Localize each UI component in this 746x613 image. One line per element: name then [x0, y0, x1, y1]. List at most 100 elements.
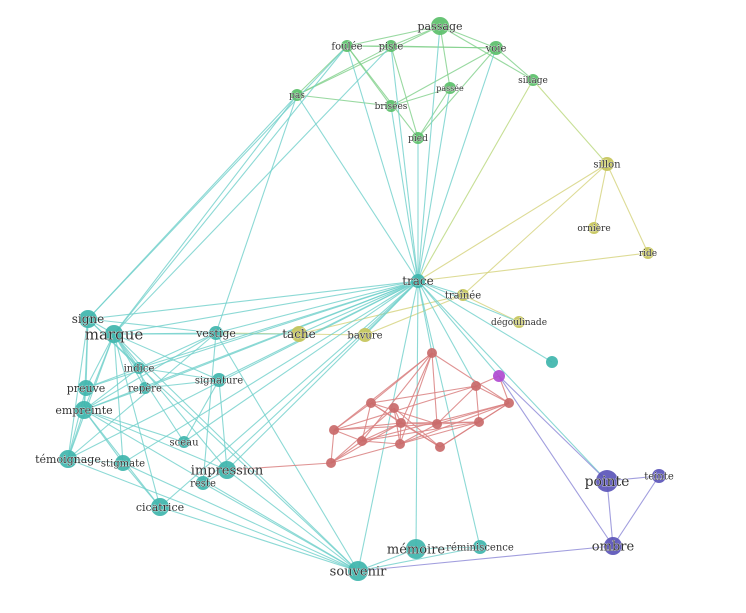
- edge-stigmate-souvenir: [122, 462, 359, 572]
- node-degoulinade[interactable]: [513, 316, 525, 328]
- node-r13[interactable]: [389, 403, 399, 413]
- node-pas[interactable]: [291, 89, 303, 101]
- node-label-reste: reste: [190, 479, 216, 490]
- edge-r3-r5: [333, 429, 363, 442]
- node-r8[interactable]: [432, 419, 442, 429]
- node-sceau[interactable]: [178, 436, 190, 448]
- edge-r4-r13: [330, 407, 395, 464]
- edge-trace-trainee: [417, 280, 464, 296]
- edge-repere-empreinte: [83, 387, 146, 411]
- node-mg[interactable]: [493, 370, 505, 382]
- edge-preuve-temoignage: [67, 387, 87, 460]
- node-voie[interactable]: [489, 41, 503, 55]
- node-passage[interactable]: [431, 17, 449, 35]
- edge-passage-voie: [439, 25, 497, 49]
- edge-indice-preuve: [85, 367, 140, 389]
- node-label-stigmate: stigmate: [101, 459, 145, 470]
- edge-r5-r11: [361, 421, 480, 442]
- node-empreinte[interactable]: [75, 401, 93, 419]
- edge-r5-r6: [361, 422, 402, 442]
- node-r5[interactable]: [357, 436, 367, 446]
- node-memoire[interactable]: [406, 539, 426, 559]
- node-label-vestige: vestige: [195, 327, 236, 340]
- node-preuve[interactable]: [78, 380, 94, 396]
- node-reminiscence[interactable]: [473, 540, 487, 554]
- node-orniere[interactable]: [588, 222, 600, 234]
- node-r4[interactable]: [326, 458, 336, 468]
- node-label-sillon: sillon: [593, 160, 621, 171]
- node-label-brisees: brisées: [375, 101, 408, 112]
- edge-indice-empreinte: [83, 367, 140, 411]
- edge-sillage-trace: [417, 79, 534, 282]
- edge-trace-pointe: [417, 280, 608, 482]
- edge-trace-degoulinade: [417, 280, 520, 323]
- node-stigmate[interactable]: [115, 455, 131, 471]
- node-reste[interactable]: [196, 476, 210, 490]
- node-label-trace: trace: [402, 274, 434, 288]
- edge-r2-r3: [333, 402, 372, 431]
- edge-trace-brisees: [390, 105, 419, 282]
- node-label-impression: impression: [191, 464, 264, 479]
- node-r6[interactable]: [396, 418, 406, 428]
- node-trainee[interactable]: [457, 289, 469, 301]
- node-ride[interactable]: [642, 247, 654, 259]
- node-label-piste: piste: [379, 42, 404, 53]
- node-ombre[interactable]: [604, 537, 622, 555]
- node-sillon[interactable]: [600, 157, 614, 171]
- node-bavure[interactable]: [358, 328, 372, 342]
- node-vestige[interactable]: [209, 326, 223, 340]
- node-signature[interactable]: [212, 373, 226, 387]
- edge-vestige-souvenir: [215, 332, 359, 572]
- edge-r1-r7: [399, 352, 433, 445]
- edge-vestige-reste: [202, 332, 217, 484]
- node-marque[interactable]: [105, 325, 123, 343]
- node-r1[interactable]: [427, 348, 437, 358]
- edge-r2-r8: [370, 402, 438, 425]
- node-r11[interactable]: [474, 417, 484, 427]
- node-r12[interactable]: [435, 442, 445, 452]
- node-foulee[interactable]: [341, 40, 353, 52]
- edge-reminiscence-souvenir: [357, 546, 481, 572]
- edge-pas-brisees: [296, 94, 392, 107]
- node-pied[interactable]: [412, 132, 424, 144]
- node-r10[interactable]: [504, 398, 514, 408]
- edge-signature-sceau: [183, 379, 220, 443]
- edge-trace-stigmate: [122, 280, 419, 464]
- node-pointe[interactable]: [596, 470, 618, 492]
- edge-cicatrice-souvenir: [159, 506, 359, 572]
- edge-sillage-sillon: [532, 79, 608, 165]
- node-r7[interactable]: [395, 439, 405, 449]
- node-cicatrice[interactable]: [151, 498, 169, 516]
- node-r3[interactable]: [329, 425, 339, 435]
- node-souvenir[interactable]: [348, 561, 368, 581]
- edge-voie-brisees: [390, 47, 497, 107]
- edge-r7-r11: [399, 421, 480, 445]
- node-indice[interactable]: [133, 362, 145, 374]
- node-passee[interactable]: [444, 82, 456, 94]
- edge-indice-signature: [138, 367, 220, 381]
- edge-marque-stigmate: [113, 333, 124, 464]
- edge-vestige-pas: [215, 94, 298, 334]
- node-r2[interactable]: [366, 398, 376, 408]
- node-tache[interactable]: [291, 326, 307, 342]
- edge-trace-marque: [113, 280, 419, 335]
- edge-trace-passee: [417, 87, 451, 282]
- node-piste[interactable]: [385, 40, 397, 52]
- node-trace[interactable]: [411, 274, 425, 288]
- edge-trace-souvenir: [357, 280, 419, 572]
- node-label-memoire: mémoire: [387, 543, 446, 558]
- node-signe[interactable]: [79, 310, 97, 328]
- node-r9[interactable]: [471, 381, 481, 391]
- node-label-passage: passage: [418, 20, 463, 33]
- node-sillage[interactable]: [527, 74, 539, 86]
- node-temoignage[interactable]: [59, 450, 77, 468]
- node-label-pointe: pointe: [585, 474, 630, 490]
- node-sdot[interactable]: [546, 356, 558, 368]
- edge-passage-foulee: [346, 25, 441, 47]
- edge-passage-pas: [296, 25, 441, 96]
- node-brisees[interactable]: [385, 100, 397, 112]
- node-teinte[interactable]: [652, 469, 666, 483]
- node-repere[interactable]: [139, 382, 151, 394]
- node-impression[interactable]: [218, 461, 236, 479]
- edge-marque-temoignage: [67, 333, 115, 460]
